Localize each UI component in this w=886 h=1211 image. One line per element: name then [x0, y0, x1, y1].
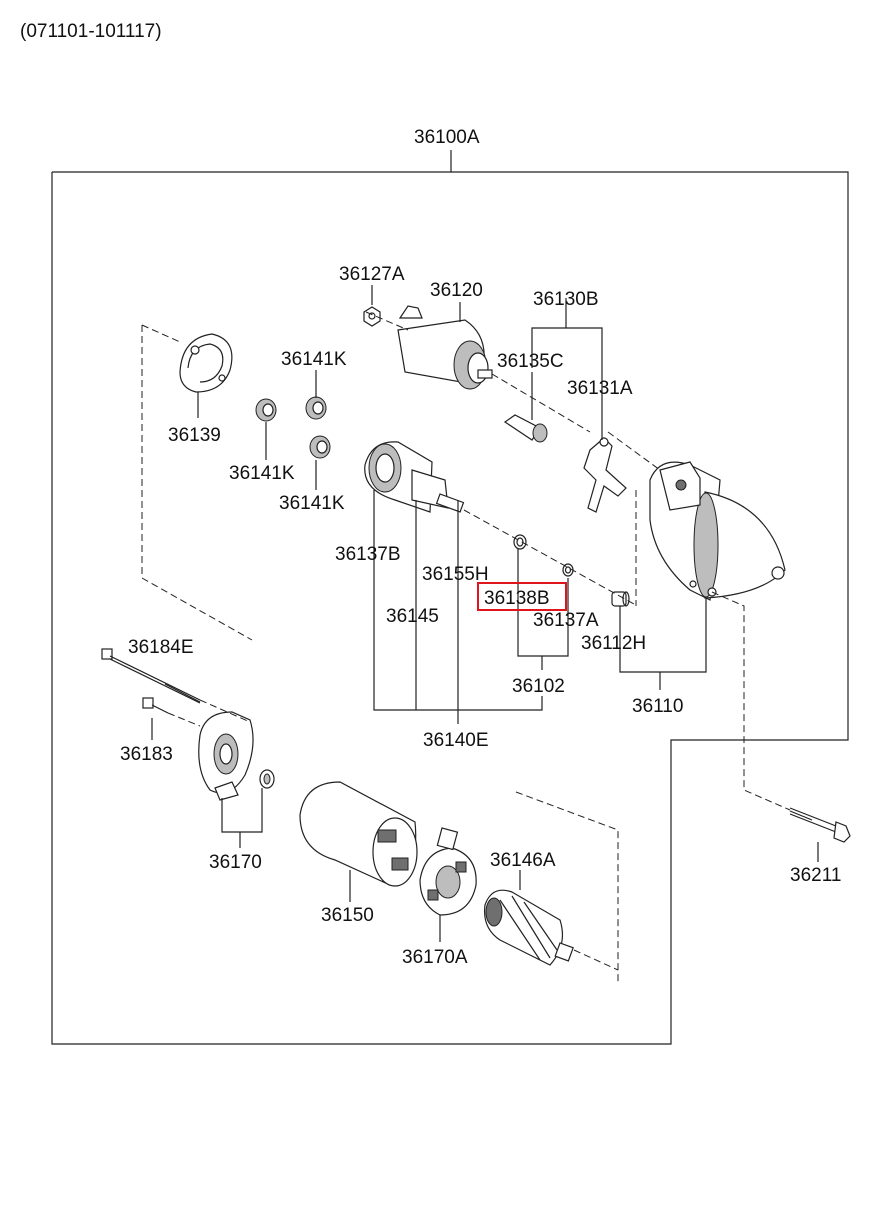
label-36150[interactable]: 36150: [321, 905, 374, 926]
plate-36139-part: [179, 333, 233, 393]
label-36137B[interactable]: 36137B: [335, 544, 401, 565]
label-36131A[interactable]: 36131A: [567, 378, 633, 399]
label-36120[interactable]: 36120: [430, 280, 483, 301]
gear-36141K-1-part: [305, 396, 327, 420]
label-36110[interactable]: 36110: [632, 696, 683, 717]
plunger-36135C-part: [503, 414, 548, 443]
gear-36141K-2-part: [255, 398, 277, 422]
bushing-36112H-part: [611, 591, 630, 607]
label-36183[interactable]: 36183: [120, 744, 173, 765]
label-36137A[interactable]: 36137A: [533, 610, 599, 631]
label-36112H[interactable]: 36112H: [581, 633, 646, 654]
date-range-label: (071101-101117): [20, 21, 162, 42]
rear-bracket-36170-part: [198, 711, 275, 801]
label-36140E[interactable]: 36140E: [423, 730, 489, 751]
label-36127A[interactable]: 36127A: [339, 264, 405, 285]
assembly-frame: [51, 171, 849, 1045]
gear-36141K-3-part: [309, 435, 331, 459]
washer-36138B-part: [513, 534, 527, 550]
yoke-36150-part: [299, 781, 418, 887]
label-36141K-middle[interactable]: 36141K: [229, 463, 295, 484]
gear-carrier-36137B-part: [364, 441, 465, 513]
label-36130B[interactable]: 36130B: [533, 289, 599, 310]
armature-36146A-part: [483, 889, 574, 966]
label-36138B[interactable]: 36138B: [484, 588, 550, 609]
label-36145[interactable]: 36145: [386, 606, 439, 627]
leader-lines: [151, 285, 819, 942]
starter-housing-36110-part: [649, 461, 786, 601]
nut-36127A-part: [363, 306, 381, 327]
label-36170[interactable]: 36170: [209, 852, 262, 873]
label-36139[interactable]: 36139: [168, 425, 221, 446]
label-36184E[interactable]: 36184E: [128, 637, 194, 658]
label-36211[interactable]: 36211: [790, 865, 841, 886]
highlight-box-36138B: [477, 582, 567, 611]
solenoid-36120-part: [397, 305, 493, 390]
assembly-label[interactable]: 36100A: [414, 127, 480, 148]
label-36146A[interactable]: 36146A: [490, 850, 556, 871]
dashed-guides: [141, 311, 791, 982]
label-36141K-bottom[interactable]: 36141K: [279, 493, 345, 514]
shift-lever-36131A-part: [583, 437, 627, 513]
bolt-36211-part: [789, 807, 851, 843]
label-36155H[interactable]: 36155H: [422, 564, 489, 585]
label-36135C[interactable]: 36135C: [497, 351, 564, 372]
brush-holder-36170A-part: [419, 827, 477, 916]
label-36141K-top[interactable]: 36141K: [281, 349, 347, 370]
bolt-36184E-part: [101, 648, 201, 704]
label-36170A[interactable]: 36170A: [402, 947, 468, 968]
screw-36183-part: [142, 697, 169, 714]
label-36102[interactable]: 36102: [512, 676, 565, 697]
